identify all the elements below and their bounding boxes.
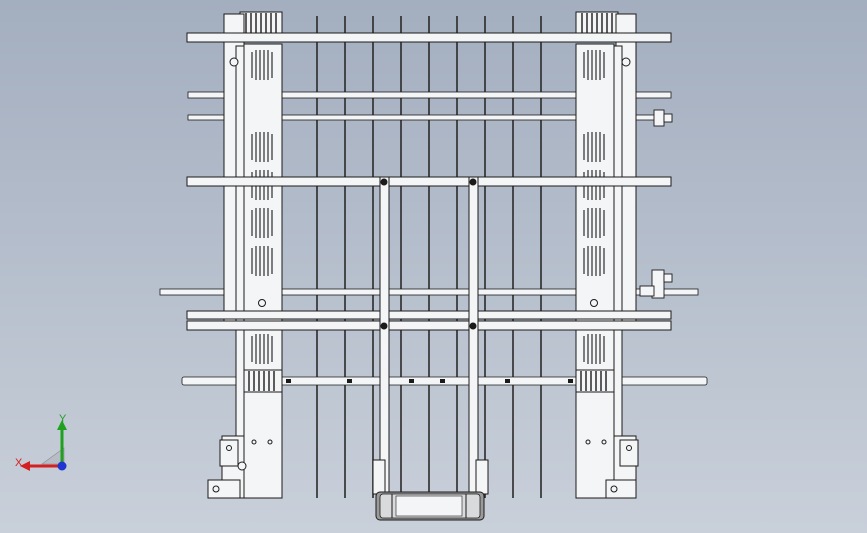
bottom-roller[interactable] <box>375 491 485 521</box>
hanger-left-foot <box>372 459 386 495</box>
triad-y-label: Y <box>59 413 67 425</box>
hanger-left-post <box>379 176 390 498</box>
right-lower-panel <box>575 329 615 371</box>
view-orientation-triad <box>20 420 67 471</box>
left-motor-box <box>243 391 283 499</box>
shaft-middle <box>159 288 699 296</box>
triad-x-label: X <box>15 457 23 469</box>
cross-bars[interactable] <box>186 32 672 331</box>
left-vent-slots <box>251 50 273 364</box>
right-foot-plate <box>605 479 637 499</box>
right-small-block <box>619 439 639 467</box>
z-axis-icon <box>57 461 67 471</box>
shaft-upper <box>187 91 672 99</box>
left-small-block <box>219 439 239 467</box>
cross-bar-middle <box>186 176 672 187</box>
left-lower-panel <box>243 329 283 371</box>
left-foot-plate <box>207 479 241 499</box>
vertical-rods <box>316 16 542 498</box>
hanger-right-foot <box>475 459 489 495</box>
cross-bar-lower-b <box>186 320 672 331</box>
cross-bar-top <box>186 32 672 43</box>
right-side-frame[interactable] <box>575 11 639 499</box>
cross-bar-lower-a <box>186 310 672 320</box>
right-bolt-hardware <box>639 109 673 299</box>
left-gear-lower-teeth <box>248 371 275 391</box>
lower-shaft-pins <box>286 379 573 383</box>
hanger-right-post <box>468 176 479 498</box>
left-side-frame[interactable] <box>207 11 283 499</box>
center-hanger[interactable] <box>372 176 489 498</box>
right-gear-lower-teeth <box>580 371 607 391</box>
